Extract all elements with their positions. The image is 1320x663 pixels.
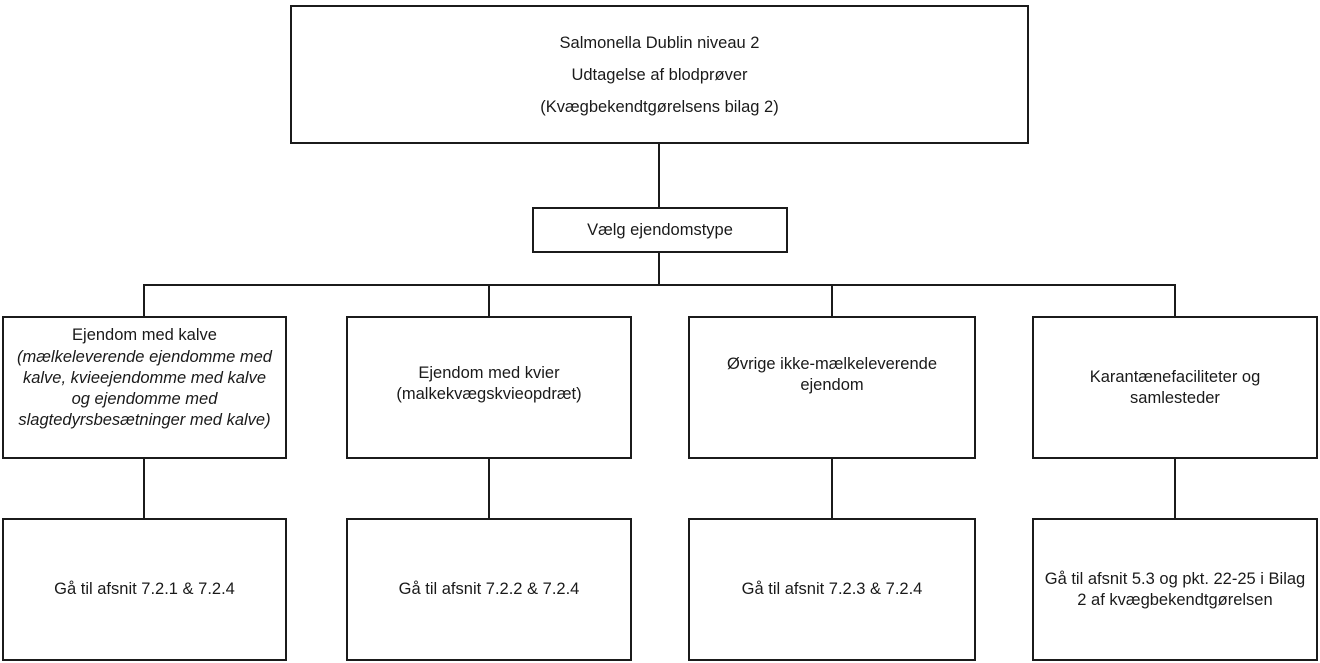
connector-drop-branch-2 [488,286,490,316]
type-node-kvier-title: Ejendom med kvier(malkekvægskvieopdræt) [396,363,582,403]
connector-type-to-action-3 [831,459,833,518]
root-node: Salmonella Dublin niveau 2 Udtagelse af … [290,5,1029,144]
action-node-ovrige-text: Gå til afsnit 7.2.3 & 7.2.4 [741,580,923,598]
action-node-ovrige: Gå til afsnit 7.2.3 & 7.2.4 [688,518,976,661]
action-node-kalve: Gå til afsnit 7.2.1 & 7.2.4 [2,518,287,661]
root-node-line-1: Salmonella Dublin niveau 2 [559,33,760,52]
type-node-kalve-title: Ejendom med kalve [72,326,217,344]
connector-type-to-action-2 [488,459,490,518]
type-node-kalve: Ejendom med kalve (mælkeleverende ejendo… [2,316,287,459]
connector-drop-branch-1 [143,286,145,316]
connector-type-to-action-1 [143,459,145,518]
connector-type-to-action-4 [1174,459,1176,518]
connector-root-to-decision [658,144,660,207]
type-node-kvier: Ejendom med kvier(malkekvægskvieopdræt) [346,316,632,459]
connector-decision-to-bar [658,253,660,286]
connector-horizontal-bar [143,284,1176,286]
connector-drop-branch-4 [1174,286,1176,316]
root-node-line-2: Udtagelse af blodprøver [571,65,748,84]
root-node-line-3: (Kvægbekendtgørelsens bilag 2) [540,97,779,116]
action-node-kalve-text: Gå til afsnit 7.2.1 & 7.2.4 [54,580,235,598]
action-node-kvier: Gå til afsnit 7.2.2 & 7.2.4 [346,518,632,661]
action-node-kvier-text: Gå til afsnit 7.2.2 & 7.2.4 [398,580,580,598]
connector-drop-branch-3 [831,286,833,316]
decision-node: Vælg ejendomstype [532,207,788,253]
decision-node-label: Vælg ejendomstype [587,220,733,239]
